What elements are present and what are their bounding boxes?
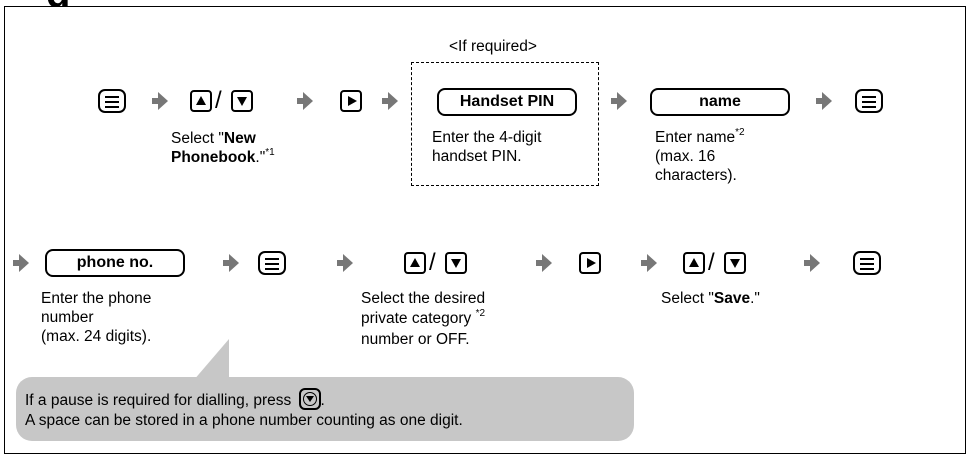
if-required-label: <If required>	[449, 38, 537, 55]
optional-step-box	[411, 62, 599, 186]
handset-pin-desc-2: handset PIN.	[432, 148, 522, 165]
name-field: name	[650, 88, 790, 116]
down-key-icon	[231, 90, 253, 112]
menu-icon	[855, 89, 883, 113]
arrow-right-icon	[13, 254, 29, 272]
pause-key-icon	[298, 388, 321, 410]
arrow-right-icon	[382, 92, 398, 110]
down-key-icon	[724, 252, 746, 274]
menu-icon	[853, 251, 881, 275]
arrow-right-icon	[152, 92, 168, 110]
menu-icon	[258, 251, 286, 275]
arrow-right-icon	[337, 254, 353, 272]
arrow-right-icon	[816, 92, 832, 110]
arrow-right-icon	[804, 254, 820, 272]
name-desc-3: characters).	[655, 167, 737, 184]
right-key-icon	[579, 252, 601, 274]
name-desc-1: Enter name*2	[655, 126, 745, 146]
name-desc-2: (max. 16	[655, 148, 716, 165]
slash-separator: /	[708, 249, 715, 276]
phone-desc-1: Enter the phone	[41, 290, 152, 307]
instruction-frame: / Select "New Phonebook."*1 <If required…	[4, 6, 966, 454]
phone-number-field: phone no.	[45, 249, 185, 277]
down-key-icon	[445, 252, 467, 274]
up-key-icon	[404, 252, 426, 274]
right-key-icon	[340, 90, 362, 112]
arrow-right-icon	[611, 92, 627, 110]
phone-desc-2: number	[41, 309, 94, 326]
menu-icon	[98, 89, 126, 113]
note-callout: If a pause is required for dialling, pre…	[16, 377, 634, 441]
handset-pin-field: Handset PIN	[437, 88, 577, 116]
up-key-icon	[190, 90, 212, 112]
callout-pointer	[193, 339, 229, 381]
handset-pin-desc-1: Enter the 4-digit	[432, 129, 542, 146]
select-save-text: Select "Save."	[661, 290, 760, 307]
phone-desc-3: (max. 24 digits).	[41, 328, 152, 345]
category-desc-1: Select the desired	[361, 290, 486, 307]
arrow-right-icon	[297, 92, 313, 110]
arrow-right-icon	[536, 254, 552, 272]
up-key-icon	[683, 252, 705, 274]
arrow-right-icon	[223, 254, 239, 272]
slash-separator: /	[429, 249, 436, 276]
select-new-phonebook-text: Select "New	[171, 130, 256, 147]
category-desc-2: private category *2	[361, 307, 486, 327]
select-new-phonebook-text-2: Phonebook."*1	[171, 146, 275, 166]
slash-separator: /	[215, 87, 222, 114]
note-line-2: A space can be stored in a phone number …	[25, 412, 463, 429]
category-desc-3: number or OFF.	[361, 331, 470, 348]
arrow-right-icon	[641, 254, 657, 272]
note-line-1: If a pause is required for dialling, pre…	[25, 388, 325, 410]
